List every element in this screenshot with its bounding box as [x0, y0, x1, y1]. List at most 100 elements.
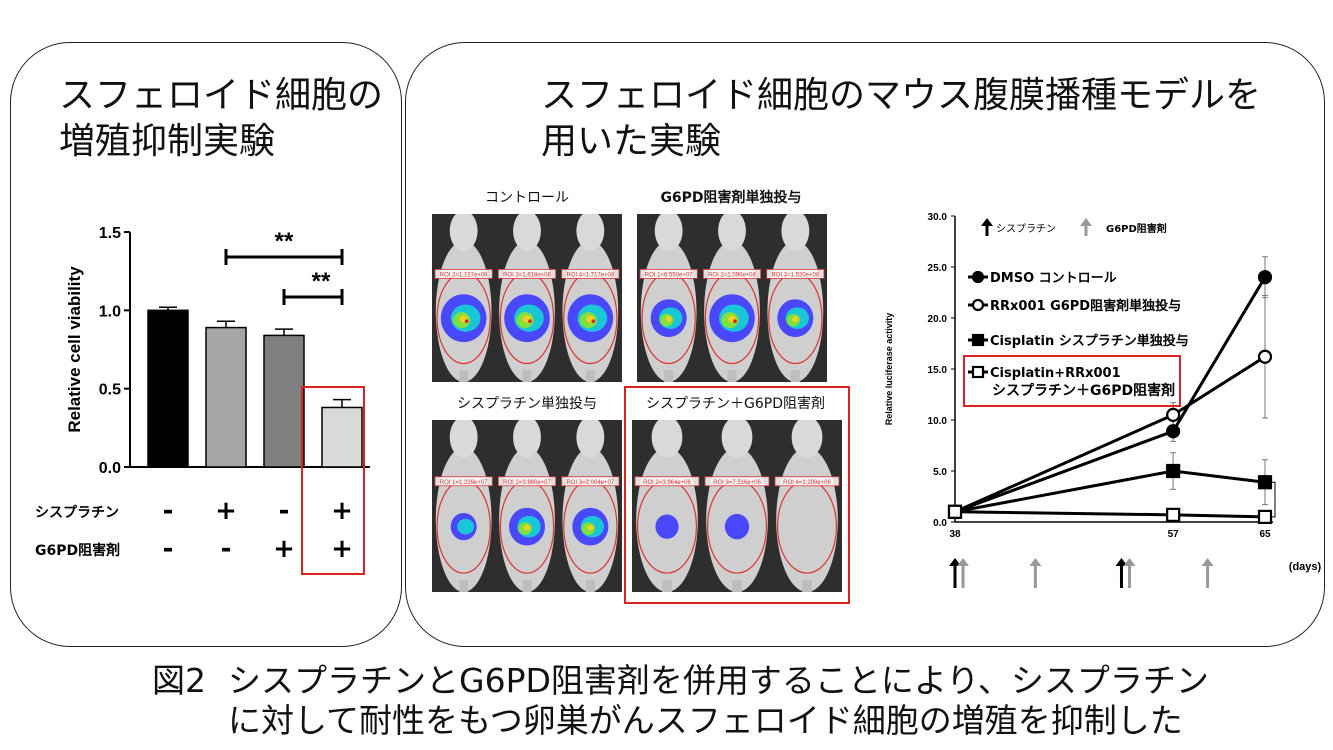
roi-label-box [702, 269, 762, 279]
left-panel: スフェロイド細胞の 増殖抑制実験 [10, 42, 402, 647]
data-point [1166, 507, 1181, 522]
arrow-legend-cisplatin: シスプラチン [996, 223, 1056, 235]
x-tick-label: 65 [1259, 529, 1271, 540]
data-point [1257, 475, 1273, 490]
data-point [947, 504, 963, 519]
mouse-head [576, 214, 605, 251]
img-label-control: コントロール [485, 190, 569, 206]
luminescence-signal [733, 319, 737, 323]
mouse-head [791, 420, 823, 458]
img-label-combo: シスプラチン＋G6PD阻害剤 [646, 396, 825, 412]
mouse-tail [459, 579, 469, 592]
y-axis-label: Relative cell viability [65, 266, 84, 433]
mouse-head [721, 420, 753, 458]
data-point [971, 365, 985, 379]
img-label-g6pd: G6PD阻害剤単独投与 [660, 190, 802, 206]
y-tick-label: 10.0 [928, 416, 948, 427]
y-tick-label: 5.0 [933, 467, 947, 478]
roi-label-text: ROI 2=3.880e+07 [503, 480, 551, 486]
roi-label-text: ROI 4=1.717e+08 [566, 272, 614, 278]
luminescence-signal [665, 316, 672, 323]
mouse-tail [522, 370, 532, 382]
roi-label-box [774, 476, 840, 487]
roi-label-box [639, 269, 698, 279]
arrow-head [957, 558, 970, 566]
luminescence-signal [591, 319, 596, 323]
luminescence-signal [792, 316, 799, 323]
roi-label-text: ROI 4=1.200e+06 [783, 480, 831, 486]
legend-label: Cisplatin シスプラチン単独投与 [990, 333, 1189, 349]
y-tick-label: 0.0 [99, 460, 121, 477]
roi-label-text: ROI 1=6.550e+07 [645, 272, 693, 278]
luminescence-signal [528, 319, 532, 323]
mouse-tail [585, 579, 595, 592]
combo-highlight-box [624, 386, 850, 604]
x-tick-label: 38 [949, 529, 961, 540]
mouse-head [449, 214, 478, 251]
data-point [1166, 463, 1181, 479]
roi-label-box [497, 269, 557, 279]
y-tick-label: 25.0 [928, 263, 948, 274]
cisplatin-sign: - [163, 496, 174, 526]
x-axis-unit: (days) [1289, 561, 1322, 573]
highlight-box [301, 386, 365, 575]
mouse-tail [790, 370, 800, 382]
mouse-image-svg: ROI 2=3.964e+06 ROI 3=7.516e+06 ROI 4=1.20… [634, 420, 840, 592]
y-tick-label: 0.5 [99, 382, 121, 399]
legend-label: RRx001 G6PD阻害剤単独投与 [990, 298, 1181, 314]
luminescence-signal [724, 513, 750, 540]
roi-label-text: ROI 3=7.516e+06 [713, 480, 761, 486]
mouse-tail [585, 370, 595, 382]
mouse-tail [802, 579, 812, 592]
bar [147, 309, 189, 468]
row-label-cisplatin: シスプラチン [35, 505, 119, 521]
data-point [1257, 509, 1273, 524]
mouse-head [576, 420, 605, 458]
y-tick-label: 1.0 [99, 303, 121, 320]
roi-label-box [561, 269, 620, 279]
roi-label-text: ROI 2=1.127e+08 [440, 272, 488, 278]
data-point [971, 270, 985, 284]
right-panel-title: スフェロイド細胞のマウス腹膜播種モデルを 用いた実験 [541, 75, 1262, 162]
data-point [1166, 424, 1181, 439]
significance-label: ** [275, 228, 294, 255]
bar [263, 334, 305, 468]
roi-label-text: ROI 3=2.004e+07 [566, 480, 614, 486]
y-tick-label: 30.0 [928, 212, 948, 223]
mouse-head [718, 214, 746, 251]
g6pd-sign: + [273, 534, 295, 564]
g6pd-sign: - [221, 534, 232, 564]
legend-label: シスプラチン＋G6PD阻害剤 [992, 382, 1175, 399]
caption-line-1: シスプラチンとG6PD阻害剤を併用することにより、シスプラチン [228, 661, 1209, 700]
arrow-head [1201, 558, 1214, 566]
bar [205, 326, 247, 468]
cisplatin-sign: - [279, 496, 290, 526]
roi-label-text: ROI 2=3.964e+06 [643, 480, 691, 486]
mouse-tail [459, 370, 469, 382]
luminescence-signal [464, 319, 469, 323]
series-line [954, 510, 1266, 519]
luminescence-signal [457, 518, 475, 535]
mouse-tail [732, 579, 742, 592]
mouse-head [513, 420, 541, 458]
roi-label-text: ROI 3=1.520e+08 [771, 272, 819, 278]
combo-legend-highlight [963, 355, 1181, 407]
roi-label-box [434, 269, 493, 279]
g6pd-sign: - [163, 534, 174, 564]
mouse-tail [522, 579, 532, 592]
y-axis-label: Relative luciferase activity [884, 313, 894, 426]
legend-label: Cisplatin+RRx001 [990, 366, 1121, 381]
luminescence-signal [655, 514, 679, 539]
roi-label-box [561, 476, 620, 487]
arrow-head [1080, 218, 1092, 226]
arrow-head [1029, 558, 1042, 566]
roi-label-box [434, 476, 493, 487]
mouse-tail [662, 579, 672, 592]
